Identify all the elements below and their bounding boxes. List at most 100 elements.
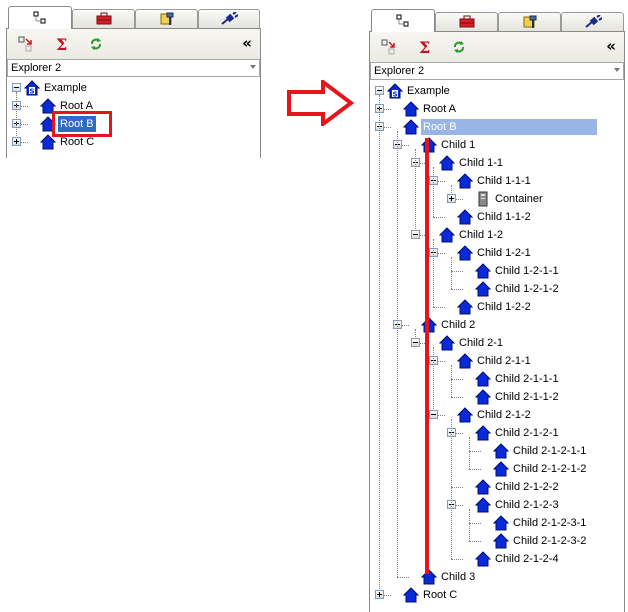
tree-connector [433,167,434,217]
root-site-icon: S [24,80,40,96]
tree-connector [451,487,463,488]
collapse-icon[interactable] [411,230,420,239]
node-house-icon [403,587,419,603]
tree-node[interactable]: Root A [7,97,260,115]
tab-properties[interactable] [135,9,198,28]
tree-node[interactable]: Child 2-1-2-3-1 [370,514,624,532]
go-to-node-button[interactable] [17,35,35,53]
tree-node-label: Example [44,82,87,94]
tab-tools[interactable] [72,9,135,28]
tree-node[interactable]: Child 2-1-1-2 [370,388,624,406]
tree-node[interactable]: Root C [370,586,624,604]
tree-node[interactable]: Child 2-1-2-1 [370,424,624,442]
expand-icon[interactable] [375,590,384,599]
explorer-select[interactable]: Explorer 2 [370,62,624,80]
collapse-button[interactable]: « [242,34,252,52]
tab-plugins[interactable] [561,12,624,31]
tree-node-label: Child 2-1-2-1-2 [513,463,587,475]
tree-connector [451,257,452,289]
tree-node[interactable]: Child 2 [370,316,624,334]
tree-node[interactable]: Child 1-2-1-1 [370,262,624,280]
tree-node[interactable]: Child 1-1 [370,154,624,172]
tree-node[interactable]: Child 1-1-1 [370,172,624,190]
tree-node[interactable]: Container [370,190,624,208]
refresh-button[interactable] [450,38,468,56]
tree-node[interactable]: Child 2-1-2-3 [370,496,624,514]
tree-node-label: Child 1-2-1-2 [495,283,559,295]
tree-node[interactable]: Child 2-1-2-3-2 [370,532,624,550]
tree-node[interactable]: Child 2-1-1 [370,352,624,370]
tree-node[interactable]: Child 1-1-2 [370,208,624,226]
tree-node-label: Child 1-2-1 [477,247,531,259]
expand-icon[interactable] [12,137,21,146]
collapse-icon[interactable] [429,410,438,419]
tree-connector [415,235,427,236]
refresh-icon [454,41,464,53]
tree-node-label: Child 2-1-2-3 [495,499,559,511]
tree-node[interactable]: Root B [7,115,260,133]
node-house-icon [457,245,473,261]
tree-node[interactable]: Child 2-1-2-1-1 [370,442,624,460]
tab-plugins[interactable] [198,9,260,28]
sum-button[interactable]: Σ [53,35,71,53]
chevron-down-icon[interactable] [614,68,620,72]
tree-node[interactable]: Child 2-1-2-1-2 [370,460,624,478]
tree-node[interactable]: Child 1-2 [370,226,624,244]
chevron-down-icon[interactable] [250,65,256,69]
sum-button[interactable]: Σ [416,38,434,56]
plug-icon [221,12,238,25]
tree-connector [451,505,463,506]
collapse-icon[interactable] [375,86,384,95]
tab-explorer[interactable] [8,6,72,29]
tree-connector [415,163,427,164]
tree-node[interactable]: Child 2-1 [370,334,624,352]
tree-connector [451,433,463,434]
tree-connector [16,142,28,143]
tree-node-label: Child 2-1-1-2 [495,391,559,403]
tree-node[interactable]: Child 3 [370,568,624,586]
sigma-icon: Σ [56,35,67,53]
explorer-select[interactable]: Explorer 2 [7,59,260,77]
tree-node-label: Child 1-1-2 [477,211,531,223]
collapse-icon[interactable] [411,338,420,347]
tree-connector [433,239,434,307]
tree-node[interactable]: Root B [370,118,624,136]
tree-connector [433,217,445,218]
node-house-icon [457,299,473,315]
tree-node[interactable]: Child 2-1-2-2 [370,478,624,496]
tree-connector [397,131,398,577]
tab-strip [369,9,625,32]
tree-node-label: Container [495,193,543,205]
tree-node-label: Root B [58,116,96,132]
tree-node[interactable]: Child 1-2-1 [370,244,624,262]
tree-node[interactable]: Child 2-1-1-1 [370,370,624,388]
refresh-icon [91,38,101,50]
refresh-button[interactable] [87,35,105,53]
tree-connector [469,451,481,452]
go-to-node-button[interactable] [380,38,398,56]
tab-properties[interactable] [498,12,561,31]
tab-tools[interactable] [435,12,498,31]
node-house-icon [475,551,491,567]
tree-node[interactable]: Child 2-1-2-4 [370,550,624,568]
tree-node[interactable]: Child 2-1-2 [370,406,624,424]
node-house-icon [493,461,509,477]
tree-connector [433,361,445,362]
tree-node[interactable]: Root A [370,100,624,118]
tab-explorer[interactable] [371,9,435,32]
tree-node[interactable]: Child 1 [370,136,624,154]
tree-node[interactable]: Child 1-2-2 [370,298,624,316]
node-house-icon [457,209,473,225]
tree-connector [469,541,481,542]
tree-root[interactable]: S Example [7,79,260,97]
tree-connector [469,523,481,524]
collapse-button[interactable]: « [606,37,616,55]
tree-node[interactable]: Root C [7,133,260,151]
collapse-icon[interactable] [12,83,21,92]
expand-icon[interactable] [447,194,456,203]
node-house-icon [475,479,491,495]
tree-node[interactable]: Child 1-2-1-2 [370,280,624,298]
tree-connector [415,329,416,343]
